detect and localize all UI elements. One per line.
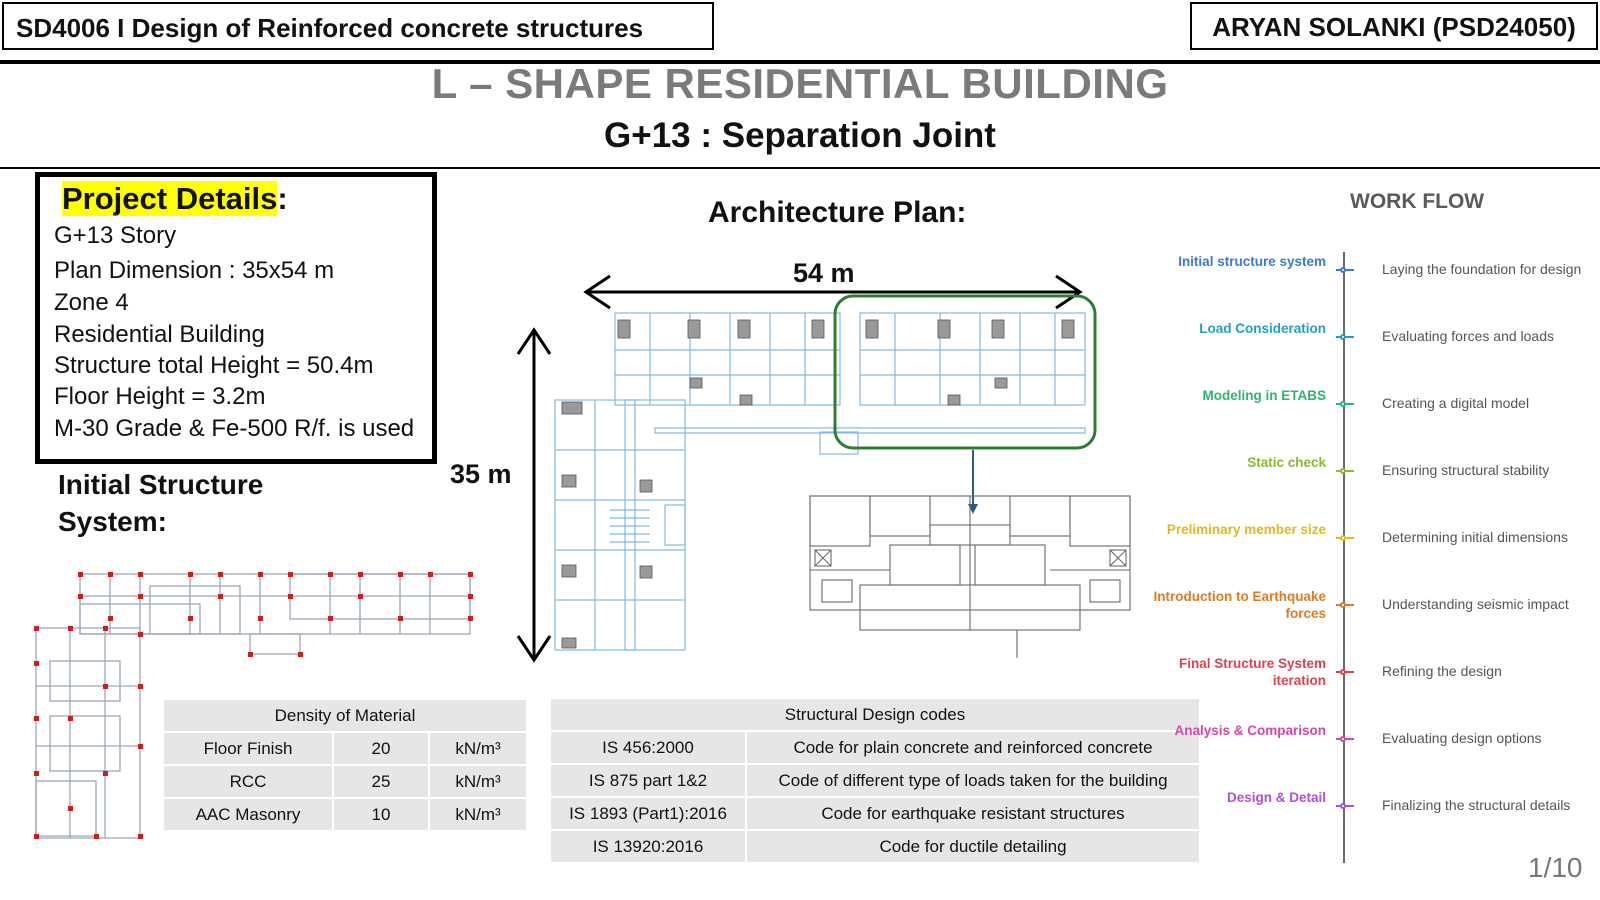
code-description-cell: Code for plain concrete and reinforced c…: [747, 732, 1199, 763]
table-row: IS 1893 (Part1):2016 Code for earthquake…: [551, 798, 1199, 829]
detail-line: Residential Building: [54, 321, 265, 348]
table-row: IS 875 part 1&2 Code of different type o…: [551, 765, 1199, 796]
value-cell: 10: [334, 799, 428, 830]
slide-subtitle: G+13 : Separation Joint: [604, 116, 996, 155]
material-cell: RCC: [164, 766, 332, 797]
enlarged-detail-plan: [809, 495, 1131, 658]
workflow-step-marker: [1340, 602, 1346, 608]
workflow-step-marker: [1340, 468, 1346, 474]
header-divider: [0, 60, 1600, 64]
detail-line: Floor Height = 3.2m: [54, 383, 266, 410]
workflow-step-marker: [1340, 401, 1346, 407]
workflow-step-description: Evaluating design options: [1382, 730, 1542, 746]
workflow-title: WORK FLOW: [1350, 190, 1485, 213]
workflow-step-marker: [1340, 669, 1346, 675]
table-row: AAC Masonry 10 kN/m³: [164, 799, 526, 830]
workflow-step-description: Ensuring structural stability: [1382, 462, 1550, 478]
table-row: IS 13920:2016 Code for ductile detailing: [551, 831, 1199, 862]
value-cell: 20: [334, 733, 428, 764]
workflow-step-description: Determining initial dimensions: [1382, 529, 1568, 545]
detail-line: Plan Dimension : 35x54 m: [54, 257, 335, 284]
table-row: RCC 25 kN/m³: [164, 766, 526, 797]
width-dimension-label: 54 m: [793, 258, 855, 288]
workflow-step-description: Refining the design: [1382, 663, 1502, 679]
detail-line: G+13 Story: [54, 222, 177, 249]
workflow-step-description: Understanding seismic impact: [1382, 596, 1569, 612]
project-details-heading: Project Details:: [62, 181, 288, 216]
initial-structure-heading: Initial Structure System:: [58, 469, 264, 537]
workflow-step-label: Final Structure System iteration: [1178, 656, 1326, 688]
density-table-header: Density of Material: [164, 700, 526, 731]
workflow-step-label: Design & Detail: [1226, 790, 1326, 805]
architecture-plan-drawing: [516, 274, 1131, 663]
workflow-step-label: Analysis & Comparison: [1174, 723, 1326, 738]
dimension-arrows: [516, 274, 1083, 663]
detail-line: M-30 Grade & Fe-500 R/f. is used: [54, 415, 415, 442]
material-cell: AAC Masonry: [164, 799, 332, 830]
code-description-cell: Code of different type of loads taken fo…: [747, 765, 1199, 796]
workflow-step-marker: [1340, 334, 1346, 340]
workflow-step-marker: [1340, 736, 1346, 742]
unit-cell: kN/m³: [430, 733, 526, 764]
workflow-step-marker: [1340, 267, 1346, 273]
workflow-step-description: Creating a digital model: [1382, 395, 1530, 411]
unit-cell: kN/m³: [430, 766, 526, 797]
code-cell: IS 13920:2016: [551, 831, 745, 862]
project-details-box: Project Details: G+13 Story Plan Dimensi…: [35, 172, 437, 464]
codes-table-header: Structural Design codes: [551, 699, 1199, 730]
page-number: 1/10: [1528, 852, 1583, 883]
workflow-step-marker: [1340, 803, 1346, 809]
code-cell: IS 456:2000: [551, 732, 745, 763]
design-codes-table: Structural Design codes IS 456:2000 Code…: [549, 697, 1201, 864]
workflow-step-label: Introduction to Earthquake forces: [1153, 589, 1326, 621]
architecture-plan-heading: Architecture Plan:: [708, 196, 967, 229]
detail-line: Structure total Height = 50.4m: [54, 352, 374, 379]
height-dimension-label: 35 m: [450, 459, 512, 489]
author-name: ARYAN SOLANKI (PSD24050): [1190, 2, 1598, 50]
code-cell: IS 875 part 1&2: [551, 765, 745, 796]
workflow-step-marker: [1340, 535, 1346, 541]
workflow-axis: [1343, 252, 1345, 863]
workflow-step-description: Laying the foundation for design: [1382, 261, 1582, 277]
workflow-step-label: Modeling in ETABS: [1202, 388, 1327, 403]
code-description-cell: Code for ductile detailing: [747, 831, 1199, 862]
slide-title: L – SHAPE RESIDENTIAL BUILDING: [431, 60, 1169, 107]
workflow-step-label: Static check: [1247, 455, 1326, 470]
separation-joint-highlight: [833, 294, 1097, 450]
title-divider: [0, 167, 1600, 169]
code-description-cell: Code for earthquake resistant structures: [747, 798, 1199, 829]
workflow-step-label: Preliminary member size: [1166, 522, 1326, 537]
workflow-step-description: Finalizing the structural details: [1382, 797, 1571, 813]
course-title: SD4006 I Design of Reinforced concrete s…: [2, 2, 714, 50]
value-cell: 25: [334, 766, 428, 797]
detail-line: Zone 4: [54, 289, 129, 316]
unit-cell: kN/m³: [430, 799, 526, 830]
workflow-step-label: Load Consideration: [1199, 321, 1326, 336]
structural-grid-plan: [34, 572, 473, 839]
density-table: Density of Material Floor Finish 20 kN/m…: [162, 698, 528, 832]
material-cell: Floor Finish: [164, 733, 332, 764]
table-row: Floor Finish 20 kN/m³: [164, 733, 526, 764]
code-cell: IS 1893 (Part1):2016: [551, 798, 745, 829]
workflow-step-description: Evaluating forces and loads: [1382, 328, 1554, 344]
workflow-step-label: Initial structure system: [1178, 254, 1326, 269]
table-row: IS 456:2000 Code for plain concrete and …: [551, 732, 1199, 763]
